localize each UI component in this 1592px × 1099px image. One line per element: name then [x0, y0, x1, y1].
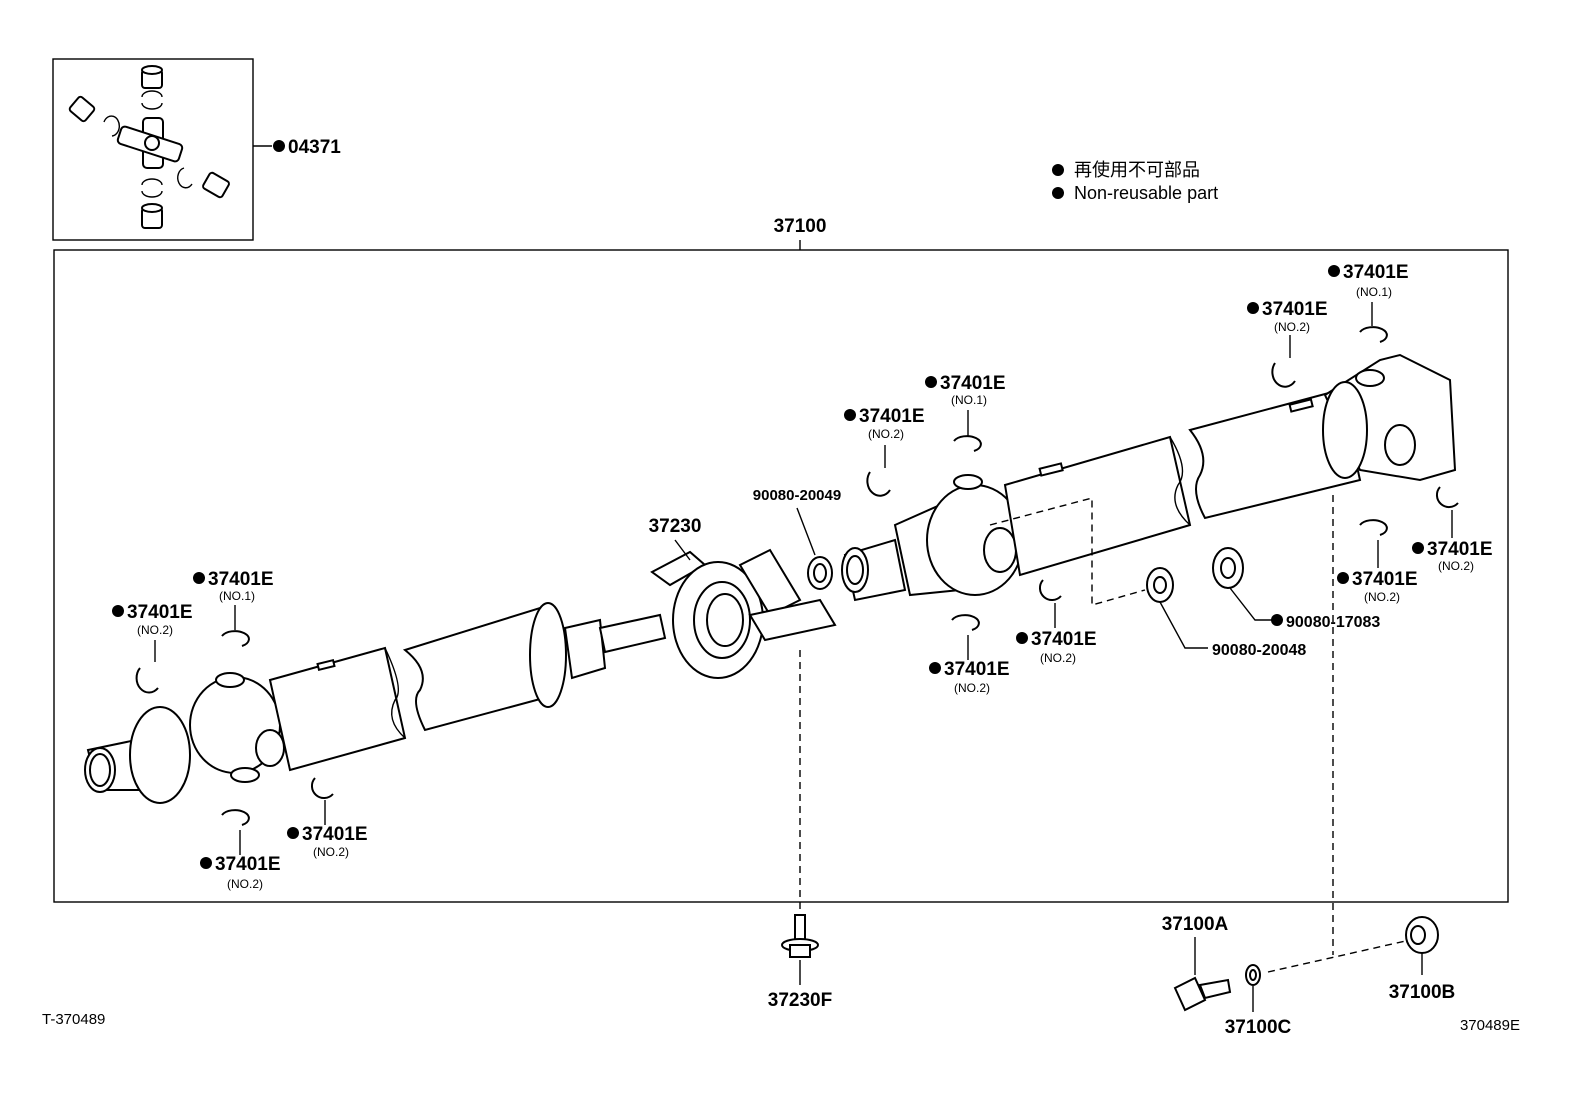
label-37401e: 37401E — [215, 854, 281, 875]
label-90080-20048: 90080-20048 — [1212, 642, 1306, 659]
assembly-box — [53, 249, 1509, 903]
legend-english: Non-reusable part — [1074, 183, 1218, 203]
non-reusable-dot-icon — [287, 827, 299, 839]
bolt-37230f: 37230F — [768, 914, 832, 1011]
diagram-code-right: 370489E — [1460, 1017, 1520, 1034]
legend: 再使用不可部品 Non-reusable part — [1052, 160, 1218, 203]
non-reusable-dot-icon — [193, 572, 205, 584]
label-no2: (NO.2) — [1040, 651, 1076, 665]
label-04371: 04371 — [288, 137, 341, 158]
u-joint-kit-inset: 04371 — [52, 58, 341, 241]
label-no2: (NO.2) — [313, 845, 349, 859]
non-reusable-dot-icon — [1328, 265, 1340, 277]
non-reusable-dot-icon — [1412, 542, 1424, 554]
assembly-frame: 37100 — [53, 216, 1509, 903]
label-37401e: 37401E — [1262, 299, 1328, 320]
label-37401e: 37401E — [1343, 262, 1409, 283]
alignment-lines — [799, 495, 1411, 973]
legend-dot-icon — [1052, 164, 1064, 176]
label-no1: (NO.1) — [951, 393, 987, 407]
non-reusable-dot-icon — [112, 605, 124, 617]
label-37100a: 37100A — [1162, 914, 1229, 935]
bolt-37100a: 37100A — [1162, 914, 1232, 1012]
label-no2: (NO.2) — [1274, 320, 1310, 334]
center-bearing: 37230 — [649, 516, 837, 679]
label-37401e: 37401E — [1031, 629, 1097, 650]
non-reusable-dot-icon — [929, 662, 941, 674]
label-no2: (NO.2) — [1364, 590, 1400, 604]
non-reusable-dot-icon — [1247, 302, 1259, 314]
label-no1: (NO.1) — [219, 589, 255, 603]
nut-90080-17083: 90080-17083 — [1212, 547, 1380, 631]
washer-37100c: 37100C — [1225, 964, 1292, 1038]
rear-propeller-shaft — [841, 353, 1457, 602]
label-37401e: 37401E — [127, 602, 193, 623]
label-90080-20049: 90080-20049 — [753, 487, 841, 504]
label-no2: (NO.2) — [868, 427, 904, 441]
label-no2: (NO.2) — [227, 877, 263, 891]
non-reusable-dot-icon — [1016, 632, 1028, 644]
label-37401e: 37401E — [859, 406, 925, 427]
legend-dot-icon — [1052, 187, 1064, 199]
label-37401e: 37401E — [940, 373, 1006, 394]
label-37100b: 37100B — [1389, 982, 1456, 1003]
non-reusable-dot-icon — [200, 857, 212, 869]
snap-ring-37401e-markers: 37401E (NO.2) 37401E (NO.1) 37401E (NO.2… — [112, 262, 1493, 891]
inset-frame — [52, 58, 254, 241]
non-reusable-dot-icon — [1337, 572, 1349, 584]
nut-37100b: 37100B — [1389, 916, 1456, 1003]
bearing-cap-icon — [68, 65, 230, 229]
non-reusable-dot-icon — [925, 376, 937, 388]
washer-90080-20048: 90080-20048 — [1146, 567, 1306, 659]
non-reusable-dot-icon — [844, 409, 856, 421]
label-no1: (NO.1) — [1356, 285, 1392, 299]
kit-snap-ring-icon — [103, 90, 193, 198]
label-no2: (NO.2) — [137, 623, 173, 637]
label-37230f: 37230F — [768, 990, 832, 1011]
diagram-code-left: T-370489 — [42, 1011, 105, 1028]
label-37401e: 37401E — [208, 569, 274, 590]
non-reusable-dot-icon — [1271, 614, 1283, 626]
label-37230: 37230 — [649, 516, 702, 537]
label-no2: (NO.2) — [1438, 559, 1474, 573]
label-no2: (NO.2) — [954, 681, 990, 695]
label-90080-17083: 90080-17083 — [1286, 614, 1380, 631]
label-37401e: 37401E — [1352, 569, 1418, 590]
label-37401e: 37401E — [302, 824, 368, 845]
legend-japanese: 再使用不可部品 — [1074, 160, 1200, 180]
label-37401e: 37401E — [944, 659, 1010, 680]
non-reusable-dot-icon — [273, 140, 285, 152]
label-37100: 37100 — [774, 216, 827, 237]
label-37100c: 37100C — [1225, 1017, 1292, 1038]
label-37401e: 37401E — [1427, 539, 1493, 560]
spider-cross-icon — [116, 117, 184, 169]
washer-90080-20049: 90080-20049 — [753, 487, 841, 590]
front-propeller-shaft — [84, 602, 667, 804]
